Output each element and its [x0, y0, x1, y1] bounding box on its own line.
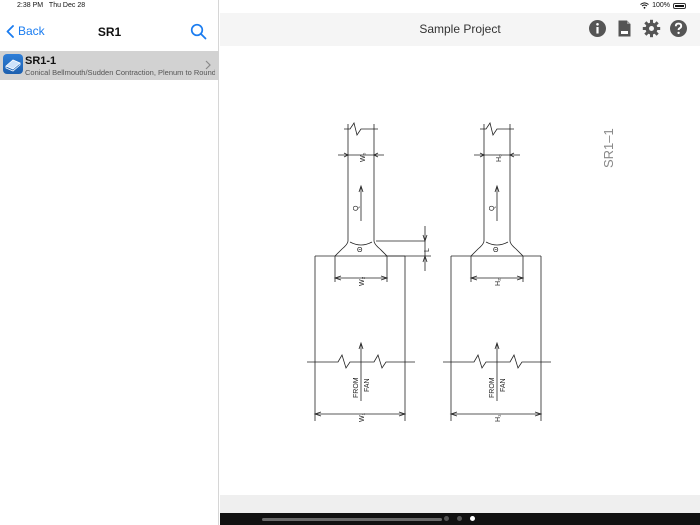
- main-pane: Sample Project: [220, 13, 700, 513]
- right-angle-label: Θ: [493, 247, 499, 254]
- right-mid-dim-label: H₂: [495, 278, 502, 286]
- home-indicator[interactable]: [262, 518, 442, 521]
- gear-icon[interactable]: [642, 19, 661, 38]
- status-right: 100%: [640, 2, 686, 9]
- battery-percent: 100%: [652, 2, 670, 9]
- help-icon[interactable]: [669, 19, 688, 38]
- right-bottom-dim-label: H₁: [495, 414, 502, 422]
- left-from-label: FROM: [353, 377, 360, 398]
- header-actions: [588, 19, 688, 38]
- wifi-icon: [640, 2, 649, 9]
- left-length-label: L: [424, 248, 431, 252]
- left-mid-dim-label: W₂: [359, 276, 366, 286]
- back-button[interactable]: Back: [6, 24, 45, 38]
- left-bottom-dim-label: W₁: [359, 412, 366, 422]
- left-angle-label: Θ: [357, 247, 363, 254]
- sidebar: Back SR1 SR1-1 Conical Bellmouth/Sudden …: [0, 0, 219, 525]
- page-indicator-bar: [220, 513, 700, 525]
- chevron-right-icon: [205, 60, 211, 70]
- document-icon[interactable]: [615, 19, 634, 38]
- right-flow-label: Q: [489, 205, 496, 211]
- battery-icon: [673, 2, 686, 9]
- fitting-icon: [3, 54, 23, 74]
- page-dots: [444, 516, 475, 521]
- left-top-dim-label: W₀: [360, 152, 367, 162]
- left-flow-label: Q: [353, 205, 360, 211]
- search-icon: [190, 23, 207, 40]
- fitting-code-label: SR1–1: [601, 128, 616, 168]
- status-time: 2:38 PM Thu Dec 28: [17, 2, 86, 9]
- project-title: Sample Project: [419, 22, 501, 36]
- info-icon[interactable]: [588, 19, 607, 38]
- page-dot-1[interactable]: [444, 516, 449, 521]
- right-from-label: FROM: [489, 377, 496, 398]
- left-fan-label: FAN: [364, 378, 371, 392]
- list-item-sr1-1[interactable]: SR1-1 Conical Bellmouth/Sudden Contracti…: [0, 51, 219, 80]
- fitting-drawing: W₀ Q Θ L W₂ FROM FAN W₁ H₀ Q Θ H₂ FROM F…: [220, 46, 700, 495]
- status-bar: 2:38 PM Thu Dec 28 100%: [0, 0, 700, 13]
- main-header: Sample Project: [220, 13, 700, 46]
- sidebar-nav-bar: Back SR1: [0, 13, 219, 51]
- right-fan-label: FAN: [500, 378, 507, 392]
- list-item-title: SR1-1: [25, 55, 57, 67]
- search-button[interactable]: [190, 23, 207, 45]
- main-footer: [220, 495, 700, 513]
- page-dot-2[interactable]: [457, 516, 462, 521]
- right-top-dim-label: H₀: [496, 154, 503, 162]
- page-dot-3[interactable]: [470, 516, 475, 521]
- chevron-left-icon: [6, 24, 14, 38]
- back-label: Back: [18, 24, 45, 38]
- list-item-subtitle: Conical Bellmouth/Sudden Contraction, Pl…: [25, 68, 215, 77]
- sidebar-title: SR1: [97, 25, 122, 39]
- fitting-schematic: W₀ Q Θ L W₂ FROM FAN W₁ H₀ Q Θ H₂ FROM F…: [307, 122, 616, 422]
